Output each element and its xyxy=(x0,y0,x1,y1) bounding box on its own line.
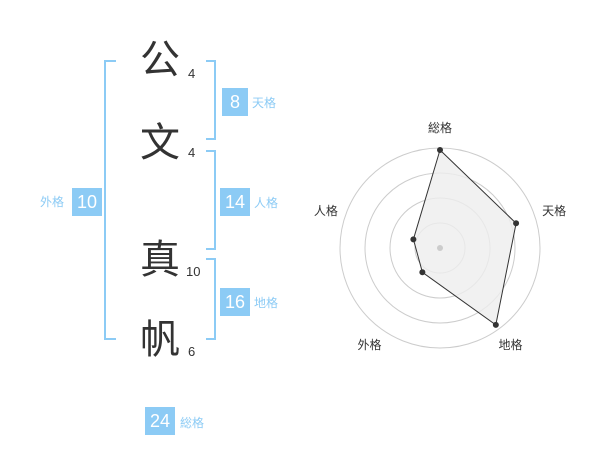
chikaku-label: 地格 xyxy=(254,296,279,310)
stroke-count-3: 10 xyxy=(186,264,201,279)
stroke-count-1: 4 xyxy=(188,66,196,81)
radar-point-4 xyxy=(410,236,417,243)
gaikaku-bracket xyxy=(104,60,116,340)
radar-point-1 xyxy=(513,220,520,227)
radar-axis-label-3: 外格 xyxy=(357,337,381,352)
radar-axis-label-4: 人格 xyxy=(314,203,338,218)
radar-axis-label-1: 天格 xyxy=(542,203,566,218)
radar-center-dot xyxy=(437,245,443,251)
radar-point-3 xyxy=(419,269,426,276)
jinkaku-bracket xyxy=(206,150,216,250)
jinkaku-badge: 14 xyxy=(220,188,250,216)
stroke-count-4: 6 xyxy=(188,344,196,359)
tenkaku-bracket xyxy=(206,60,216,140)
name-char-4: 帆 xyxy=(140,317,180,363)
jinkaku-label: 人格 xyxy=(254,196,279,210)
radar-points xyxy=(410,147,520,328)
name-char-1: 公 xyxy=(140,37,180,83)
radar-axis-label-2: 地格 xyxy=(499,337,523,352)
tenkaku-badge: 8 xyxy=(222,88,248,116)
radar-point-2 xyxy=(492,321,499,328)
soukaku-badge: 24 xyxy=(145,407,175,435)
radar-axis-label-0: 総格 xyxy=(428,120,452,135)
radar-point-0 xyxy=(437,147,443,153)
chikaku-bracket xyxy=(206,258,216,340)
stroke-count-2: 4 xyxy=(188,145,196,160)
name-char-2: 文 xyxy=(140,120,180,166)
name-char-3: 真 xyxy=(140,237,180,283)
gaikaku-badge: 10 xyxy=(72,188,102,216)
tenkaku-label: 天格 xyxy=(252,96,277,110)
chikaku-badge: 16 xyxy=(220,288,250,316)
gaikaku-label: 外格 xyxy=(40,195,65,209)
soukaku-label: 総格 xyxy=(180,416,205,430)
radar-area xyxy=(412,149,517,326)
